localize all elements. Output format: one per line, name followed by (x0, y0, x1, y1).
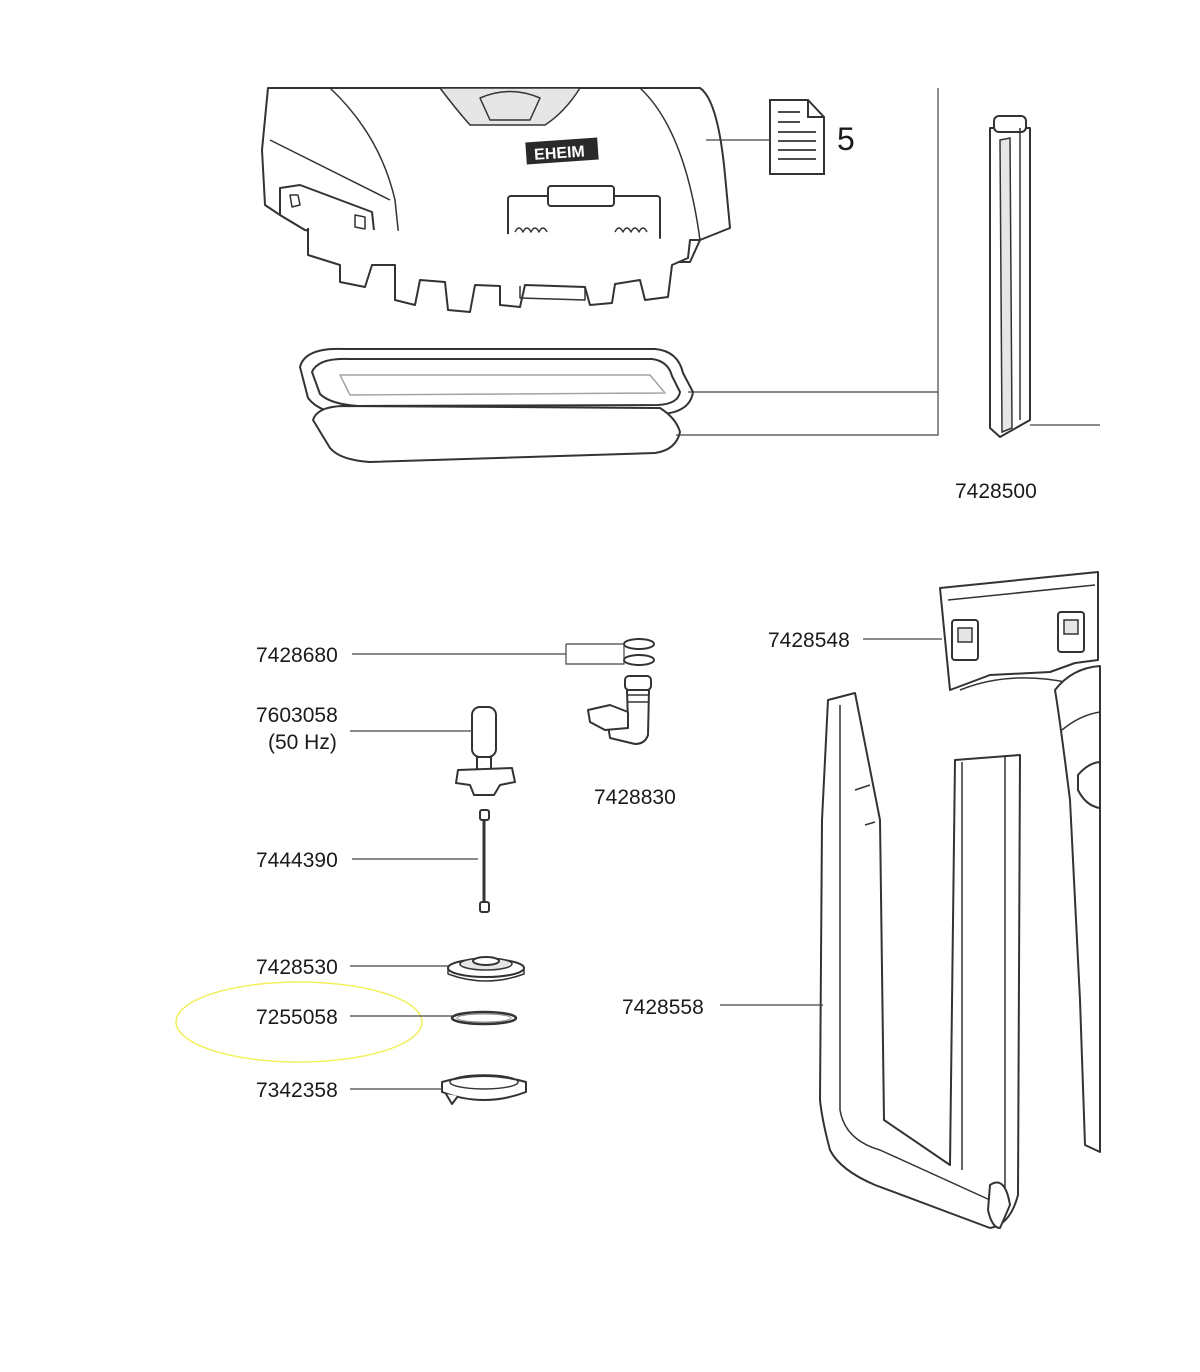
lid-gaskets (299, 347, 694, 463)
part-number-7428500: 7428500 (955, 480, 1037, 503)
part-number-7428548: 7428548 (768, 629, 850, 652)
brand-logo: EHEIM (534, 143, 586, 163)
manual-callout: 5 (706, 99, 855, 175)
part-number-7428530: 7428530 (256, 956, 338, 979)
gasket-leader (676, 88, 939, 436)
part-number-7444390: 7444390 (256, 849, 338, 872)
part-number-7428558: 7428558 (622, 996, 704, 1019)
part-number-7342358: 7342358 (256, 1079, 338, 1102)
o-rings (565, 638, 655, 666)
latch-part (939, 571, 1099, 691)
canister-body (1054, 665, 1101, 1153)
document-icon (769, 99, 825, 175)
cover-cap (441, 1074, 527, 1105)
highlight-ellipse (175, 981, 423, 1063)
part-number-7255058: 7255058 (256, 1006, 338, 1029)
bearing-plate (447, 956, 525, 982)
part-number-7603058: 7603058 (256, 704, 338, 727)
part-number-7428830: 7428830 (594, 786, 676, 809)
shaft (479, 809, 490, 913)
manual-reference-number: 5 (837, 121, 855, 157)
filter-screen (989, 115, 1100, 438)
impeller-frequency-note: (50 Hz) (268, 731, 337, 754)
pump-head: EHEIM (261, 87, 731, 313)
part-number-7428680: 7428680 (256, 644, 338, 667)
impeller (455, 706, 516, 796)
outlet-elbow (587, 675, 652, 745)
u-handle (819, 692, 1021, 1229)
seal-ring (450, 1010, 518, 1026)
